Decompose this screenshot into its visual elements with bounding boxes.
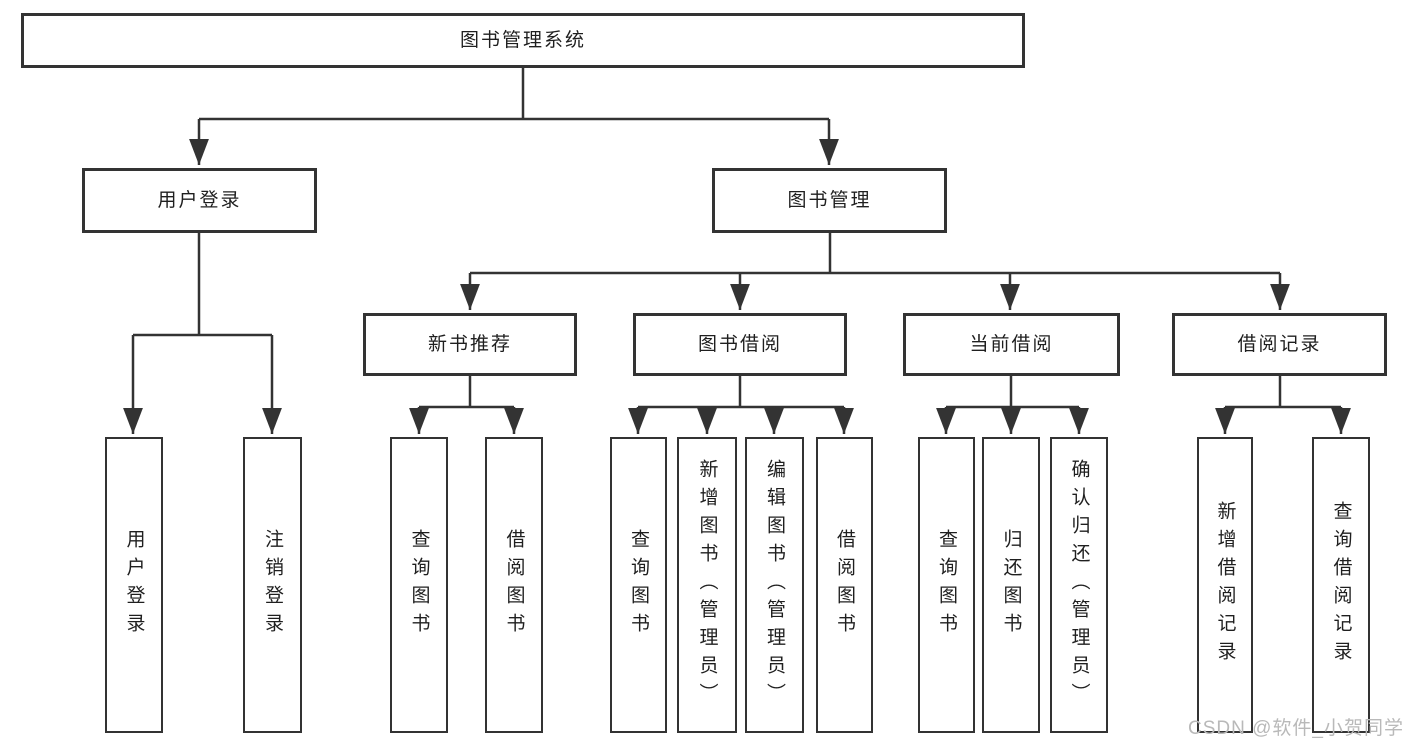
leaf-query-borrow-record: 查询借阅记录 [1312, 437, 1370, 733]
leaf-label: 用户登录 [123, 529, 145, 641]
leaf-confirm-return-admin: 确认归还（管理员） [1050, 437, 1108, 733]
leaf-label: 编辑图书（管理员） [764, 459, 785, 711]
leaf-label: 借阅图书 [503, 529, 525, 641]
leaf-label: 注销登录 [262, 529, 283, 641]
node-borrow-records: 借阅记录 [1172, 313, 1387, 376]
leaf-query-books-3: 查询图书 [918, 437, 975, 733]
leaf-borrow-books-2: 借阅图书 [816, 437, 873, 733]
node-user-login-branch: 用户登录 [82, 168, 317, 233]
leaf-borrow-books-1: 借阅图书 [485, 437, 543, 733]
node-book-management-branch: 图书管理 [712, 168, 947, 233]
leaf-query-books-2: 查询图书 [610, 437, 667, 733]
node-root-system: 图书管理系统 [21, 13, 1025, 68]
leaf-user-login: 用户登录 [105, 437, 163, 733]
leaf-add-borrow-record: 新增借阅记录 [1197, 437, 1253, 733]
node-new-book-recommend: 新书推荐 [363, 313, 577, 376]
leaf-label: 确认归还（管理员） [1068, 459, 1090, 711]
leaf-label: 查询图书 [408, 529, 430, 641]
leaf-label: 归还图书 [1000, 529, 1022, 641]
leaf-label: 新增借阅记录 [1214, 501, 1236, 669]
csdn-watermark: CSDN @软件_小贺同学 [1188, 718, 1404, 739]
leaf-label: 查询借阅记录 [1330, 501, 1352, 669]
leaf-logout: 注销登录 [243, 437, 302, 733]
leaf-return-books: 归还图书 [982, 437, 1040, 733]
leaf-label: 借阅图书 [834, 529, 855, 641]
leaf-add-books-admin: 新增图书（管理员） [677, 437, 737, 733]
leaf-query-books-1: 查询图书 [390, 437, 448, 733]
node-current-borrow: 当前借阅 [903, 313, 1120, 376]
leaf-label: 新增图书（管理员） [696, 459, 718, 711]
leaf-label: 查询图书 [628, 529, 649, 641]
leaf-edit-books-admin: 编辑图书（管理员） [745, 437, 804, 733]
node-book-borrow: 图书借阅 [633, 313, 847, 376]
leaf-label: 查询图书 [936, 529, 957, 641]
